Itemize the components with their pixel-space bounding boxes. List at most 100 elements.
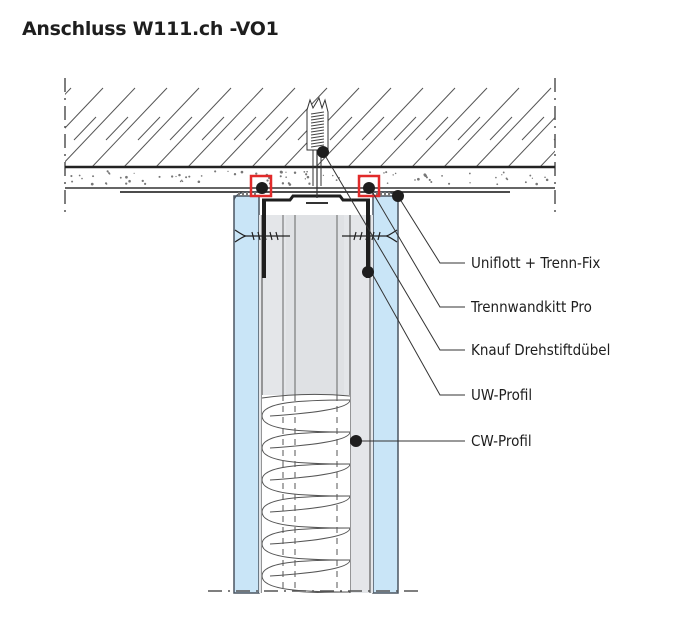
hatch-line xyxy=(251,87,328,167)
screed-speckle xyxy=(335,179,338,182)
thread-line xyxy=(310,138,325,142)
wall-boards xyxy=(233,191,399,594)
hatch-line xyxy=(425,116,449,141)
screed-speckle xyxy=(306,170,308,173)
hatch-line xyxy=(105,116,129,141)
hatch-line xyxy=(489,116,513,141)
hatch-line xyxy=(265,116,289,141)
screed-speckle xyxy=(266,179,269,182)
screed-speckle xyxy=(279,170,283,174)
hatch-line xyxy=(169,116,193,141)
hatch-line xyxy=(10,117,32,140)
hatch-line xyxy=(521,116,545,141)
hatch-line xyxy=(91,87,168,167)
insulation-loop xyxy=(269,559,350,577)
screed-speckle xyxy=(281,182,285,185)
insulation-loop xyxy=(262,559,350,593)
screed-speckle xyxy=(90,182,94,186)
hatch-line xyxy=(137,116,161,141)
hatch-line xyxy=(155,87,232,167)
red-square-highlight xyxy=(249,174,381,198)
hatch-line xyxy=(65,87,104,129)
screed-speckle xyxy=(144,182,147,185)
screed-speckle xyxy=(175,175,177,178)
screed-speckle xyxy=(158,175,161,178)
hatch-line xyxy=(329,116,353,141)
filled-circle-marker xyxy=(256,146,404,447)
insulation-loop xyxy=(269,399,350,417)
insulation-loop xyxy=(262,527,350,561)
hatch-line xyxy=(73,116,97,141)
screed-speckle xyxy=(303,171,306,173)
drywall-screws xyxy=(234,229,398,243)
hatch-line xyxy=(65,87,136,163)
screed-speckle xyxy=(170,175,174,178)
insulation-loop xyxy=(262,399,350,433)
screed-speckle xyxy=(506,178,509,181)
hatch-line xyxy=(123,87,200,167)
insulation xyxy=(261,393,351,593)
thread-line xyxy=(310,111,325,115)
screed-speckle xyxy=(108,173,111,175)
hatch-line xyxy=(411,87,488,167)
screed-speckle xyxy=(71,180,74,183)
hatch-line xyxy=(379,87,456,167)
screed-speckle xyxy=(529,174,532,177)
screed-layer xyxy=(65,165,555,193)
screed-speckle xyxy=(369,171,371,174)
hatch-line xyxy=(233,116,257,141)
screed-speckle xyxy=(394,172,397,175)
insulation-loop xyxy=(299,591,350,593)
anchor-dowel xyxy=(306,96,329,204)
screed-speckle xyxy=(125,182,128,185)
hatch-line xyxy=(201,116,225,141)
label-cw-profil: CW-Profil xyxy=(471,432,532,450)
screed-speckle xyxy=(181,180,184,183)
screed-speckle xyxy=(107,171,109,173)
screed-speckle xyxy=(285,176,287,178)
hatch-line xyxy=(475,87,552,167)
hatch-line xyxy=(553,138,555,141)
screed-speckle xyxy=(197,180,201,184)
screed-speckle xyxy=(308,182,311,185)
screed-speckle xyxy=(181,179,183,182)
hatch-line xyxy=(0,88,7,167)
screed-speckle xyxy=(233,173,237,176)
thread-line xyxy=(310,126,325,130)
screed-speckle xyxy=(188,175,191,178)
screed-speckle xyxy=(425,176,428,179)
label-uniflott: Uniflott + Trenn-Fix xyxy=(471,254,600,272)
screed-speckle xyxy=(322,174,325,177)
screed-speckle xyxy=(214,170,217,173)
screed-speckle xyxy=(227,170,229,173)
screed-speckle xyxy=(392,174,394,176)
label-uw-profil: UW-Profil xyxy=(471,386,532,404)
screed-speckle xyxy=(414,179,416,181)
screed-speckle xyxy=(279,175,282,178)
thread-line xyxy=(310,135,325,139)
hatch-line xyxy=(393,116,417,141)
diagram-title: Anschluss W111.ch -VO1 xyxy=(22,18,279,40)
thread-line xyxy=(310,120,325,124)
hatch-line xyxy=(65,87,72,96)
screed-speckle xyxy=(448,182,451,185)
label-drehstiftduebel: Knauf Drehstiftdübel xyxy=(471,341,610,359)
screed-speckle xyxy=(385,171,388,174)
screed-speckle xyxy=(70,174,73,178)
hatch-line xyxy=(42,117,64,140)
insulation-loop xyxy=(262,463,350,497)
hatch-line xyxy=(187,87,264,167)
thread-line xyxy=(310,123,325,127)
screed-speckle xyxy=(119,176,122,179)
screed-speckle xyxy=(178,173,181,177)
insulation-loop xyxy=(269,495,350,513)
thread-line xyxy=(310,114,325,118)
boundary-lines xyxy=(64,78,556,215)
screed-speckle xyxy=(495,176,497,179)
screed-speckle xyxy=(332,174,334,177)
hatch-line xyxy=(507,116,555,167)
screed-speckle xyxy=(306,175,310,179)
screed-speckle xyxy=(524,181,527,184)
screed-speckle xyxy=(128,179,131,183)
